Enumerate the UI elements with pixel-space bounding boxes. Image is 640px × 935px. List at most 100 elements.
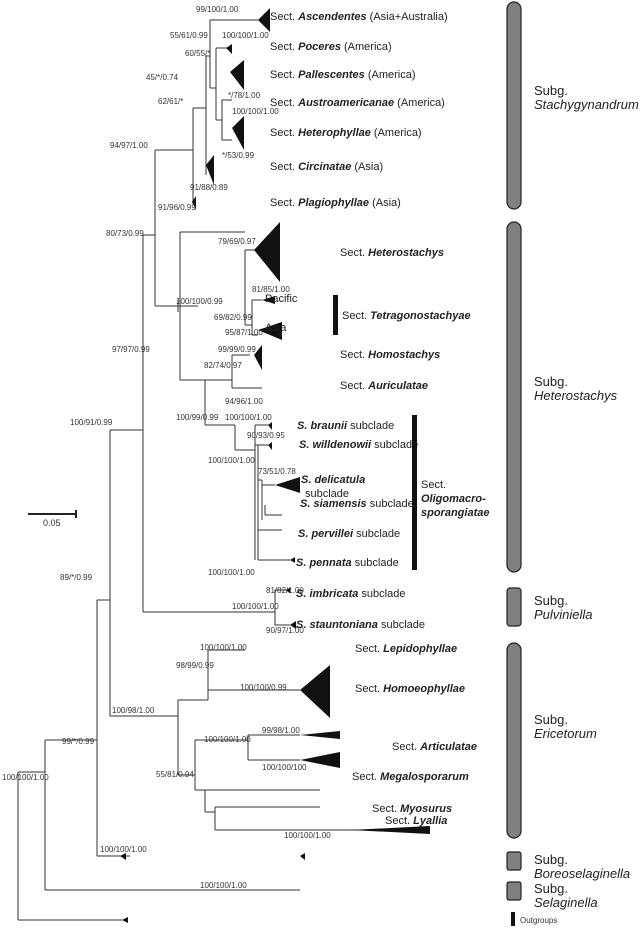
taxon-suffix: (America) xyxy=(371,127,422,139)
rank-prefix: Sect. xyxy=(270,197,298,209)
taxon-suffix: subclade xyxy=(353,528,400,540)
rank-prefix: Sect. xyxy=(340,380,368,392)
support-value: 69/82/0.99 xyxy=(214,313,252,322)
support-value: 94/96/1.00 xyxy=(225,397,263,406)
collapsed-clade-icon xyxy=(300,752,340,768)
taxon-name: S. willdenowii xyxy=(299,439,372,451)
taxon-suffix: subclade xyxy=(367,498,414,510)
support-value: 97/97/0.99 xyxy=(112,345,150,354)
subgenus-bar xyxy=(506,221,522,573)
taxon-label: Sect. Pallescentes (America) xyxy=(270,69,416,81)
support-value: 82/74/0.97 xyxy=(204,361,242,370)
taxon-suffix: (America) xyxy=(365,69,416,81)
section-name: Oligomacro- xyxy=(421,493,486,505)
collapsed-clade-icon xyxy=(300,731,340,739)
collapsed-clade-icon xyxy=(290,621,296,629)
support-value: 100/100/1.00 xyxy=(2,773,49,782)
taxon-label: S. siamensis subclade xyxy=(300,498,414,510)
rank-prefix: Sect. xyxy=(270,69,298,81)
section-bar xyxy=(412,415,417,570)
scale-bar-label: 0.05 xyxy=(43,518,61,528)
collapsed-clade-icon xyxy=(300,665,330,718)
support-value: 55/81/0.94 xyxy=(156,770,194,779)
taxon-name: S. braunii xyxy=(297,420,348,432)
support-value: 100/100/1.00 xyxy=(232,602,279,611)
taxon-label: Sect. Homostachys xyxy=(340,349,440,361)
subgenus-bar xyxy=(506,851,522,871)
taxon-suffix: subclade xyxy=(371,439,418,451)
taxon-name: S. pennata xyxy=(296,557,352,569)
rank-prefix: Subg. xyxy=(534,83,568,98)
support-value: 90/97/1.00 xyxy=(266,626,304,635)
taxon-name: S. imbricata xyxy=(296,588,358,600)
subgenus-name: Stachygynandrum xyxy=(534,97,639,112)
rank-prefix: Sect. xyxy=(270,127,298,139)
collapsed-clade-icon xyxy=(258,322,282,340)
support-value: 60/55/* xyxy=(185,49,210,58)
taxon-label: Asia xyxy=(265,322,287,334)
taxon-name: S. delicatula xyxy=(301,474,365,486)
taxon-label: S. pennata subclade xyxy=(296,557,399,569)
rank-prefix: Subg. xyxy=(534,374,568,389)
support-value: 95/87/1.00 xyxy=(225,328,263,337)
taxon-label: Sect. Plagiophyllae (Asia) xyxy=(270,197,401,209)
rank-prefix: Sect. xyxy=(352,771,380,783)
taxon-name: Myosurus xyxy=(400,803,452,815)
taxon-name: S. stauntoniana xyxy=(296,619,378,631)
region-label: Asia xyxy=(265,322,287,334)
collapsed-clade-icon xyxy=(258,8,270,32)
support-value: 100/100/1.00 xyxy=(284,831,331,840)
scale-bar: 0.05 xyxy=(28,510,77,528)
region-label: Pacific xyxy=(265,293,298,305)
taxon-name: Heterophyllae xyxy=(298,127,371,139)
taxon-suffix: subclade xyxy=(358,588,405,600)
rank-prefix: Sect. xyxy=(270,97,298,109)
subgenus-name: Pulviniella xyxy=(534,607,593,622)
taxon-label: Sect. Austroamericanae (America) xyxy=(270,97,445,109)
taxon-label: S. stauntoniana subclade xyxy=(296,619,425,631)
collapsed-clade-icon xyxy=(206,155,214,185)
support-value: 45/*/0.74 xyxy=(146,73,179,82)
support-value: 98/99/0.99 xyxy=(176,661,214,670)
collapsed-clade-icon xyxy=(120,853,126,860)
collapsed-clade-icon xyxy=(232,116,244,150)
support-value: 100/99/0.99 xyxy=(176,413,219,422)
taxon-name: Auriculatae xyxy=(367,380,428,392)
collapsed-clade-icon xyxy=(122,917,128,923)
collapsed-clade-icon xyxy=(192,196,196,210)
rank-prefix: Subg. xyxy=(534,593,568,608)
taxon-label: Sect. Myosurus xyxy=(372,803,452,815)
subgenus-label: Subg.Ericetorum xyxy=(534,712,597,741)
support-value: 100/100/100 xyxy=(262,763,307,772)
support-value: 99/*/0.99 xyxy=(62,737,95,746)
taxon-label: Sect. Auriculatae xyxy=(340,380,428,392)
taxon-name: Poceres xyxy=(298,41,341,53)
taxon-label: Sect. Lyallia xyxy=(385,815,447,827)
taxon-label: Sect. Circinatae (Asia) xyxy=(270,161,383,173)
taxon-name: S. siamensis xyxy=(300,498,367,510)
collapsed-clade-icon xyxy=(262,296,275,304)
collapsed-clade-icon xyxy=(300,853,305,860)
rank-prefix: Subg. xyxy=(534,712,568,727)
subgenus-bar xyxy=(506,1,522,210)
rank-prefix: Sect. xyxy=(270,161,298,173)
taxon-label: Sect. Poceres (America) xyxy=(270,41,392,53)
support-value: 99/98/1.00 xyxy=(262,726,300,735)
collapsed-clade-icon xyxy=(226,44,232,54)
taxon-suffix: (America) xyxy=(394,97,445,109)
support-value: 100/100/1.00 xyxy=(200,881,247,890)
rank-prefix: Sect. xyxy=(340,247,368,259)
subgenus-name: Selaginella xyxy=(534,895,598,910)
support-value: 91/88/0.89 xyxy=(190,183,228,192)
support-value: 100/100/1.00 xyxy=(208,568,255,577)
support-value: 100/91/0.99 xyxy=(70,418,113,427)
taxon-suffix: subclade xyxy=(347,420,394,432)
section-name: sporangiatae xyxy=(421,507,489,519)
tree-branches xyxy=(17,19,400,921)
taxon-label: S. willdenowii subclade xyxy=(299,439,418,451)
support-value: 99/99/0.99 xyxy=(218,345,256,354)
subgenus-label: Subg.Boreoselaginella xyxy=(534,852,630,881)
subgenus-label: Subg.Stachygynandrum xyxy=(534,83,639,112)
support-value: 80/73/0.99 xyxy=(106,229,144,238)
